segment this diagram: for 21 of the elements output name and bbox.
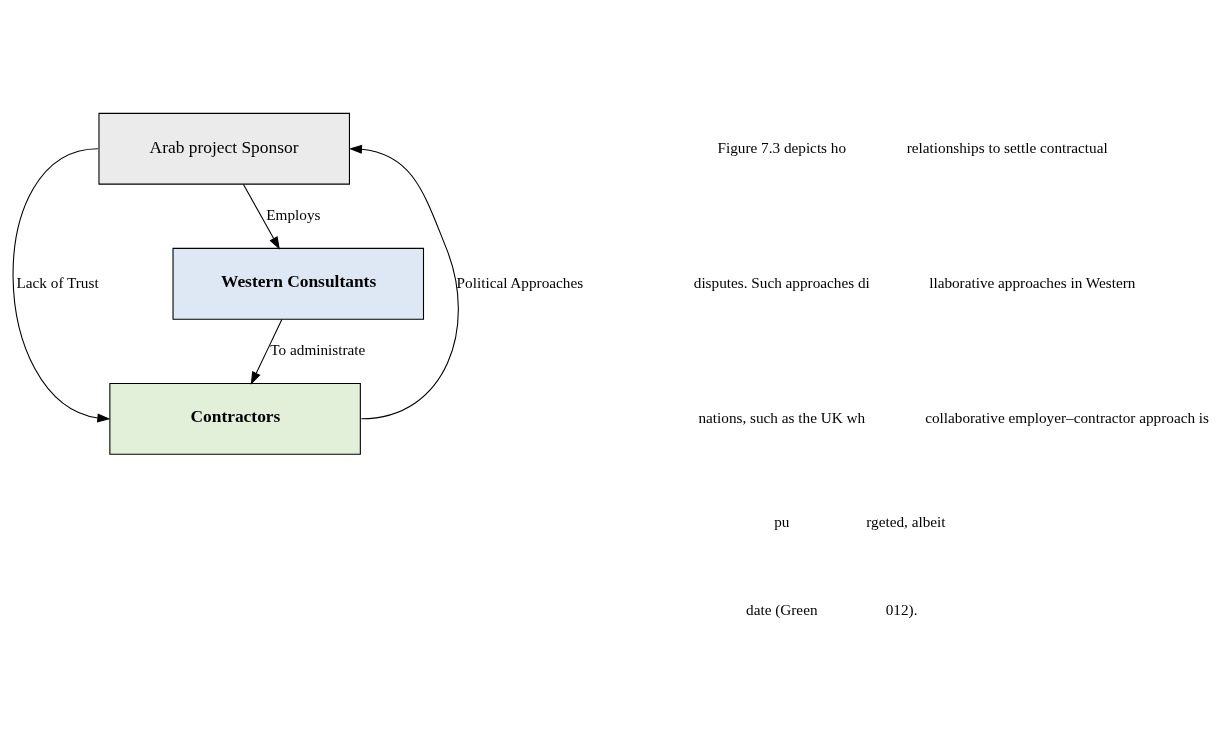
label: collaborative employer–contractor approach is xyxy=(925,408,1210,426)
label: 012). xyxy=(885,600,918,618)
label: relationships to settle contractual xyxy=(906,138,1108,156)
arrow xyxy=(242,183,280,250)
arrow xyxy=(250,318,283,385)
label: Figure 7.3 depicts ho xyxy=(717,138,847,156)
node-box: Arab project Sponsor xyxy=(98,112,350,185)
arrow xyxy=(348,144,459,419)
edge-label: Employs xyxy=(266,205,321,223)
node-box: Contractors xyxy=(109,382,361,455)
label: nations, such as the UK wh xyxy=(698,408,866,426)
label: date (Green xyxy=(746,600,818,618)
edge-label: To administrate xyxy=(270,340,366,358)
label: llaborative approaches in Western xyxy=(929,273,1136,291)
edge-label: Political Approaches xyxy=(456,273,584,291)
label: rgeted, albeit xyxy=(866,512,946,530)
label: pu xyxy=(774,512,790,530)
label: disputes. Such approaches di xyxy=(693,273,870,291)
edge-label: Lack of Trust xyxy=(16,273,99,291)
arrow xyxy=(12,147,111,423)
node-box: Western Consultants xyxy=(172,247,425,320)
